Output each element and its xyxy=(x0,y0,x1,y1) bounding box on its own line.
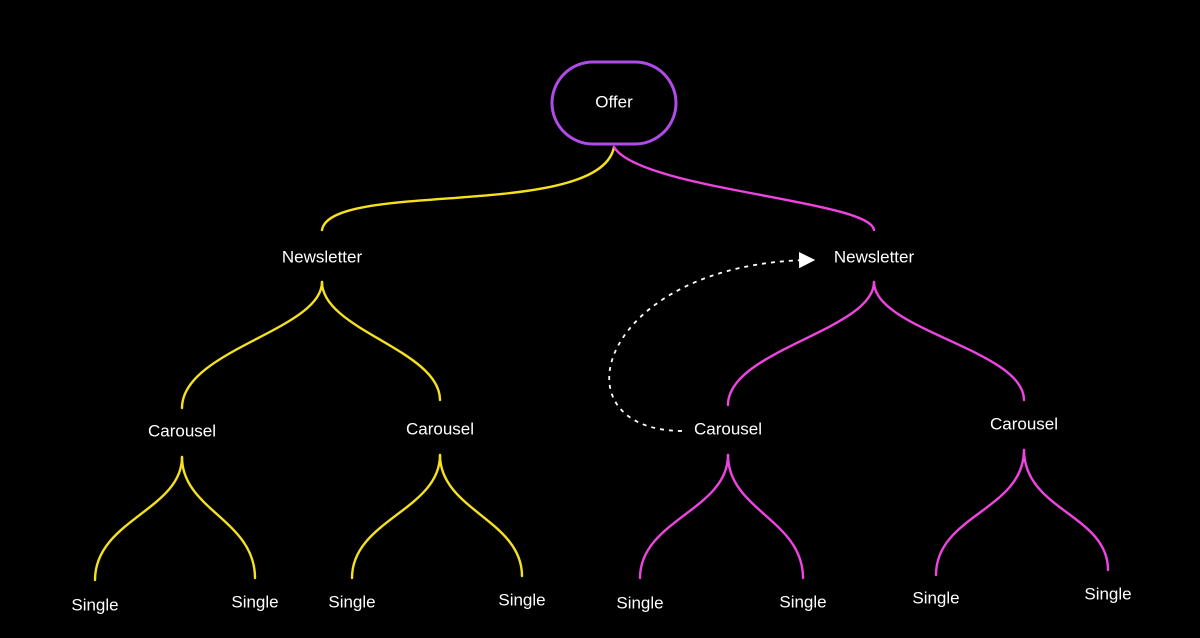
branch-right-carousel-1-to-single-2 xyxy=(726,453,805,580)
left-carousel-1-single-1-label: Single xyxy=(71,595,118,614)
branch-right-carousel-1-to-single-1 xyxy=(638,453,730,580)
left-carousel-1-single-2-label: Single xyxy=(231,592,278,611)
root-label: Offer xyxy=(595,92,633,111)
branch-left-carousel-1-to-single-1 xyxy=(93,455,184,582)
branch-left-carousel-1-to-single-2 xyxy=(180,455,257,580)
branch-right-newsletter-to-carousel-2 xyxy=(872,280,1026,402)
branch-root-to-left-newsletter xyxy=(320,145,616,232)
right-carousel-2-label: Carousel xyxy=(990,414,1058,433)
branch-left-carousel-2-to-single-2 xyxy=(438,453,524,578)
left-carousel-2-single-2-label: Single xyxy=(498,590,545,609)
right-carousel-1-single-1-label: Single xyxy=(616,593,663,612)
left-carousel-2-single-1-label: Single xyxy=(328,592,375,611)
left-carousel-2-label: Carousel xyxy=(406,419,474,438)
branch-right-carousel-2-to-single-1 xyxy=(934,448,1026,577)
left-carousel-1-label: Carousel xyxy=(148,421,216,440)
right-carousel-1-label: Carousel xyxy=(694,419,762,438)
branch-left-carousel-2-to-single-1 xyxy=(350,453,442,580)
branch-left-newsletter-to-carousel-2 xyxy=(320,280,442,402)
right-newsletter-label: Newsletter xyxy=(834,247,915,266)
loop-arrow xyxy=(608,252,816,432)
left-newsletter-label: Newsletter xyxy=(282,247,363,266)
branch-left-newsletter-to-carousel-1 xyxy=(180,280,324,410)
root-node xyxy=(550,60,678,146)
branch-root-to-right-newsletter xyxy=(612,145,876,232)
right-carousel-2-single-1-label: Single xyxy=(912,588,959,607)
branch-right-carousel-2-to-single-2 xyxy=(1022,448,1110,572)
right-carousel-2-single-2-label: Single xyxy=(1084,584,1131,603)
branch-right-newsletter-to-carousel-1 xyxy=(726,280,876,407)
right-carousel-1-single-2-label: Single xyxy=(779,592,826,611)
